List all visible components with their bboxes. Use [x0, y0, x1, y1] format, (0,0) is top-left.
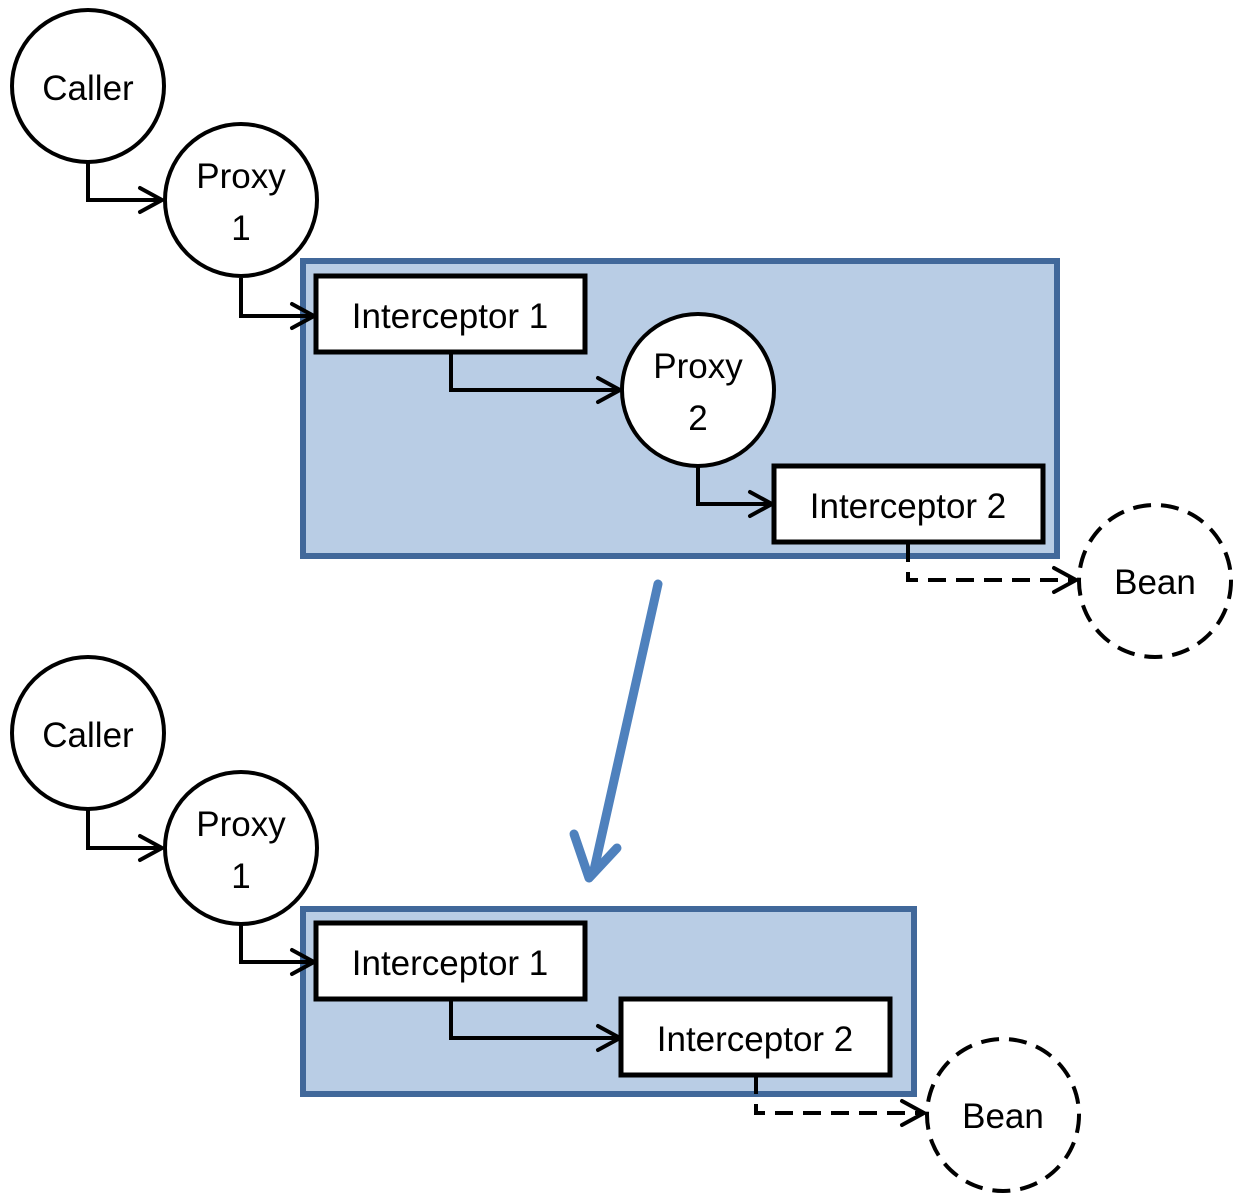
edge-caller-to-proxy1	[86, 160, 160, 202]
after-edge-interceptor2-to-bean-arrowhead	[900, 1099, 926, 1127]
after-caller-label: Caller	[42, 716, 134, 755]
after-edge-caller-to-proxy1-arrowhead	[138, 834, 164, 862]
edge-interceptor2-to-bean	[906, 544, 1074, 582]
after-interceptor1-label: Interceptor 1	[352, 944, 549, 983]
after-edge-caller-to-proxy1	[86, 808, 160, 850]
before-diagram: Caller Proxy 1 Interceptor 1 Proxy 2 Int…	[10, 8, 1233, 659]
edge-interceptor1-to-proxy2	[449, 352, 618, 392]
after-interceptor2-box	[618, 996, 893, 1078]
edge-proxy1-to-interceptor1	[239, 278, 312, 318]
after-proxy1-label-line1: Proxy	[196, 805, 286, 844]
after-edge-interceptor1-to-interceptor2	[449, 999, 618, 1040]
transition-arrow	[569, 579, 663, 883]
after-interceptor1-box	[313, 920, 588, 1002]
after-bean-label: Bean	[962, 1097, 1044, 1136]
after-diagram: Caller Proxy 1 Interceptor 1 Interceptor…	[10, 655, 1081, 1193]
before-caller-label: Caller	[42, 69, 134, 108]
after-proxy1-node	[163, 770, 319, 926]
before-interceptor2-label: Interceptor 2	[810, 487, 1007, 526]
before-interceptor1-box	[313, 273, 588, 355]
before-proxy1-label-line2: 1	[231, 209, 250, 248]
after-caller-node	[10, 655, 166, 811]
after-bean-node	[925, 1037, 1081, 1193]
before-proxy1-node	[163, 122, 319, 278]
before-interceptor1-label: Interceptor 1	[352, 297, 549, 336]
before-proxy2-node	[620, 312, 776, 468]
after-edge-proxy1-to-interceptor1	[239, 924, 312, 964]
transition-arrow-head	[569, 829, 622, 883]
before-proxy1-label-line1: Proxy	[196, 157, 286, 196]
after-proxy1-label-line2: 1	[231, 857, 250, 896]
before-bean-label: Bean	[1114, 563, 1196, 602]
before-caller-node	[10, 8, 166, 164]
before-proxy2-label-line1: Proxy	[653, 347, 743, 386]
before-bean-node	[1077, 503, 1233, 659]
transition-arrow-shaft	[589, 579, 663, 875]
edge-caller-to-proxy1-arrowhead	[138, 186, 164, 214]
before-interceptor2-box	[771, 463, 1046, 545]
edge-proxy2-to-interceptor2	[696, 466, 770, 506]
after-edge-interceptor2-to-bean	[754, 1076, 922, 1115]
edge-interceptor2-to-bean-arrowhead	[1052, 566, 1078, 594]
before-proxy2-label-line2: 2	[688, 399, 707, 438]
after-interceptor2-label: Interceptor 2	[657, 1020, 854, 1059]
